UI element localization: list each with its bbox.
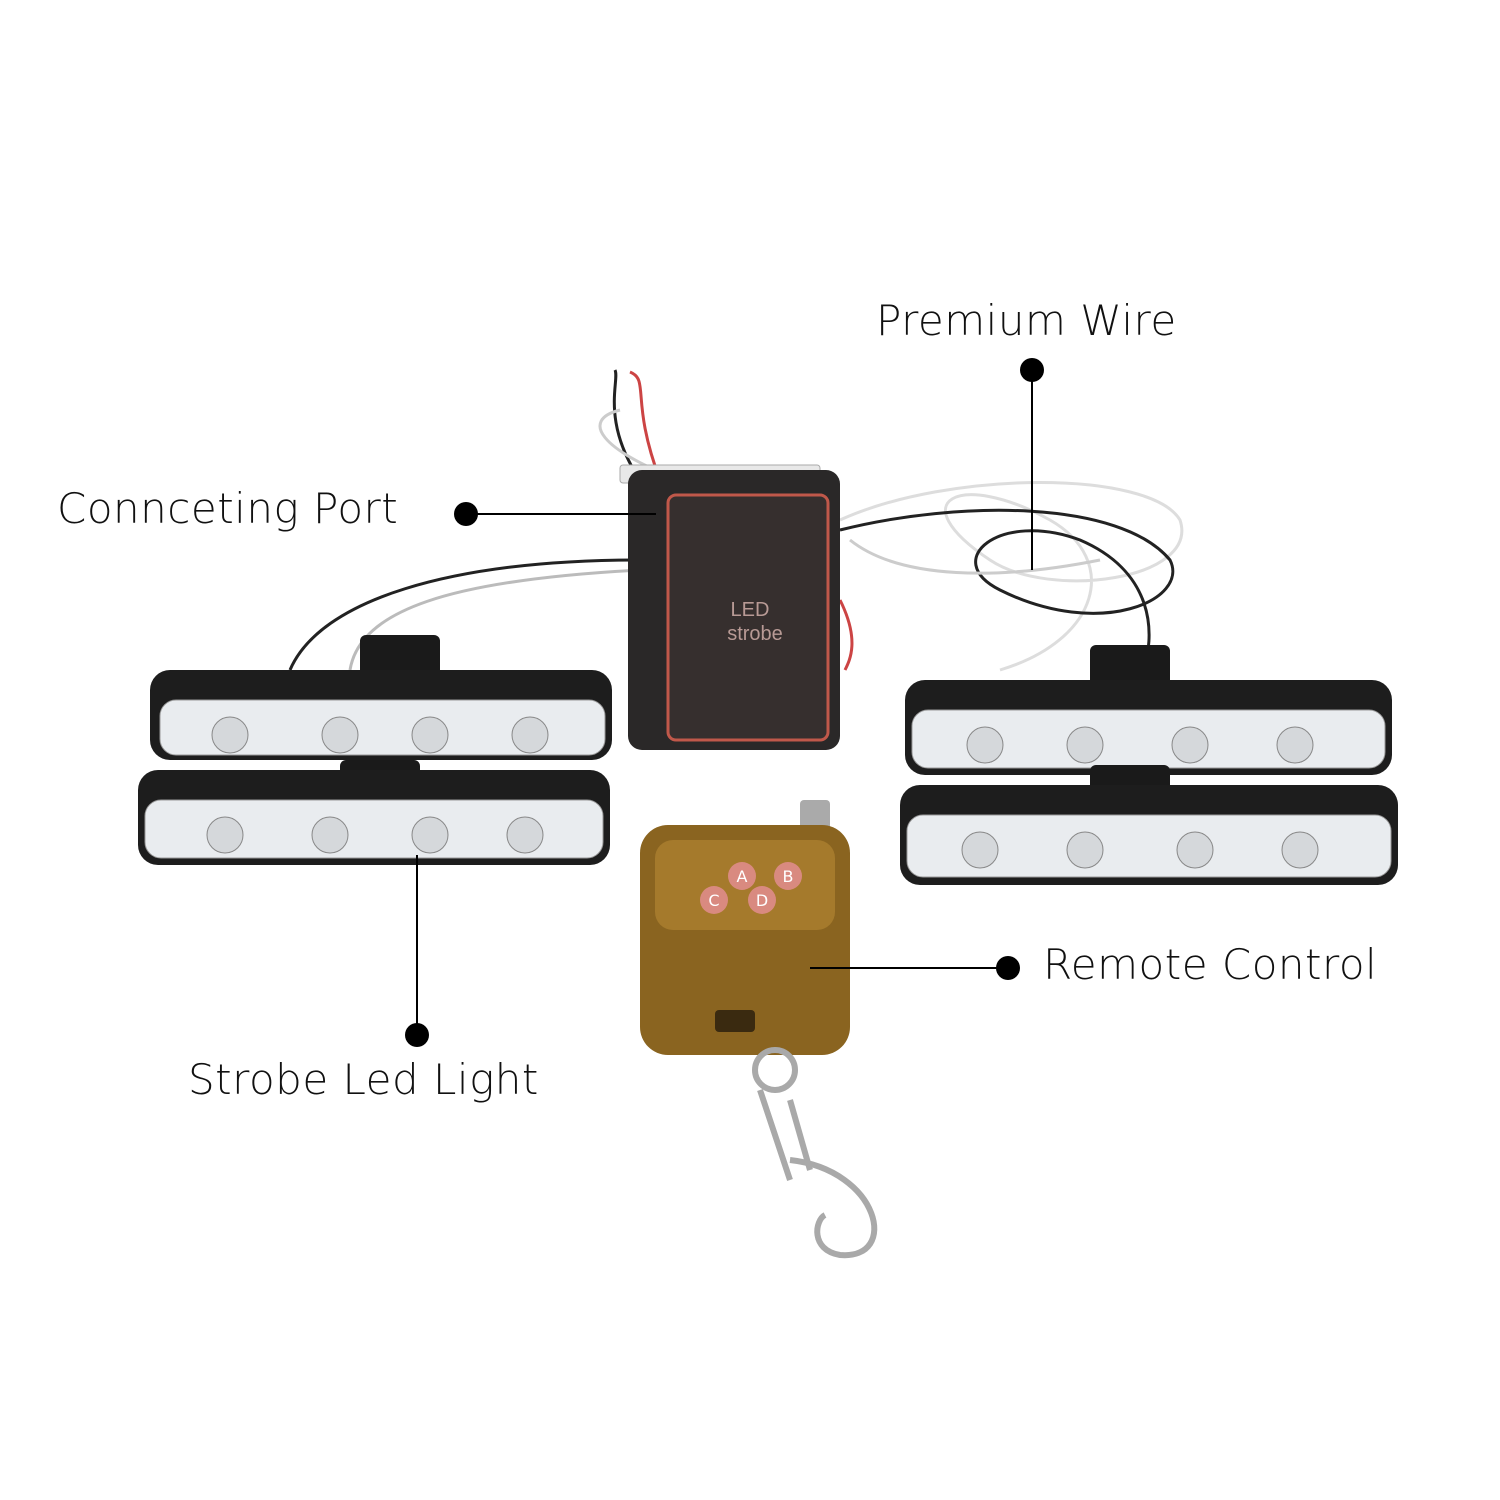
- callout-remote-control: Remote Control: [1043, 940, 1378, 989]
- button-d: D: [756, 891, 768, 910]
- callout-strobe-led-light: Strobe Led Light: [188, 1055, 539, 1104]
- button-a: A: [737, 867, 748, 886]
- box-text-led: LED: [731, 599, 770, 621]
- callout-dot: [996, 956, 1020, 980]
- button-c: C: [708, 891, 719, 910]
- callout-dot: [405, 1023, 429, 1047]
- callout-line: [810, 967, 1008, 969]
- box-text-strobe: strobe: [727, 623, 783, 645]
- led-bar-left-top: [150, 635, 612, 760]
- led-bar-right-bottom: [900, 765, 1398, 885]
- callout-line: [466, 513, 656, 515]
- button-b: B: [783, 867, 794, 886]
- callout-line: [1031, 370, 1033, 570]
- led-bar-right-top: [905, 645, 1392, 775]
- remote-control: A B C D: [640, 800, 850, 1055]
- control-box: LED strobe: [619, 464, 840, 750]
- keyring: [752, 1047, 878, 1259]
- callout-line: [416, 855, 418, 1035]
- callout-connecting-port: Connceting Port: [57, 484, 399, 533]
- callout-premium-wire: Premium Wire: [876, 296, 1177, 345]
- led-bar-left-bottom: [138, 760, 610, 865]
